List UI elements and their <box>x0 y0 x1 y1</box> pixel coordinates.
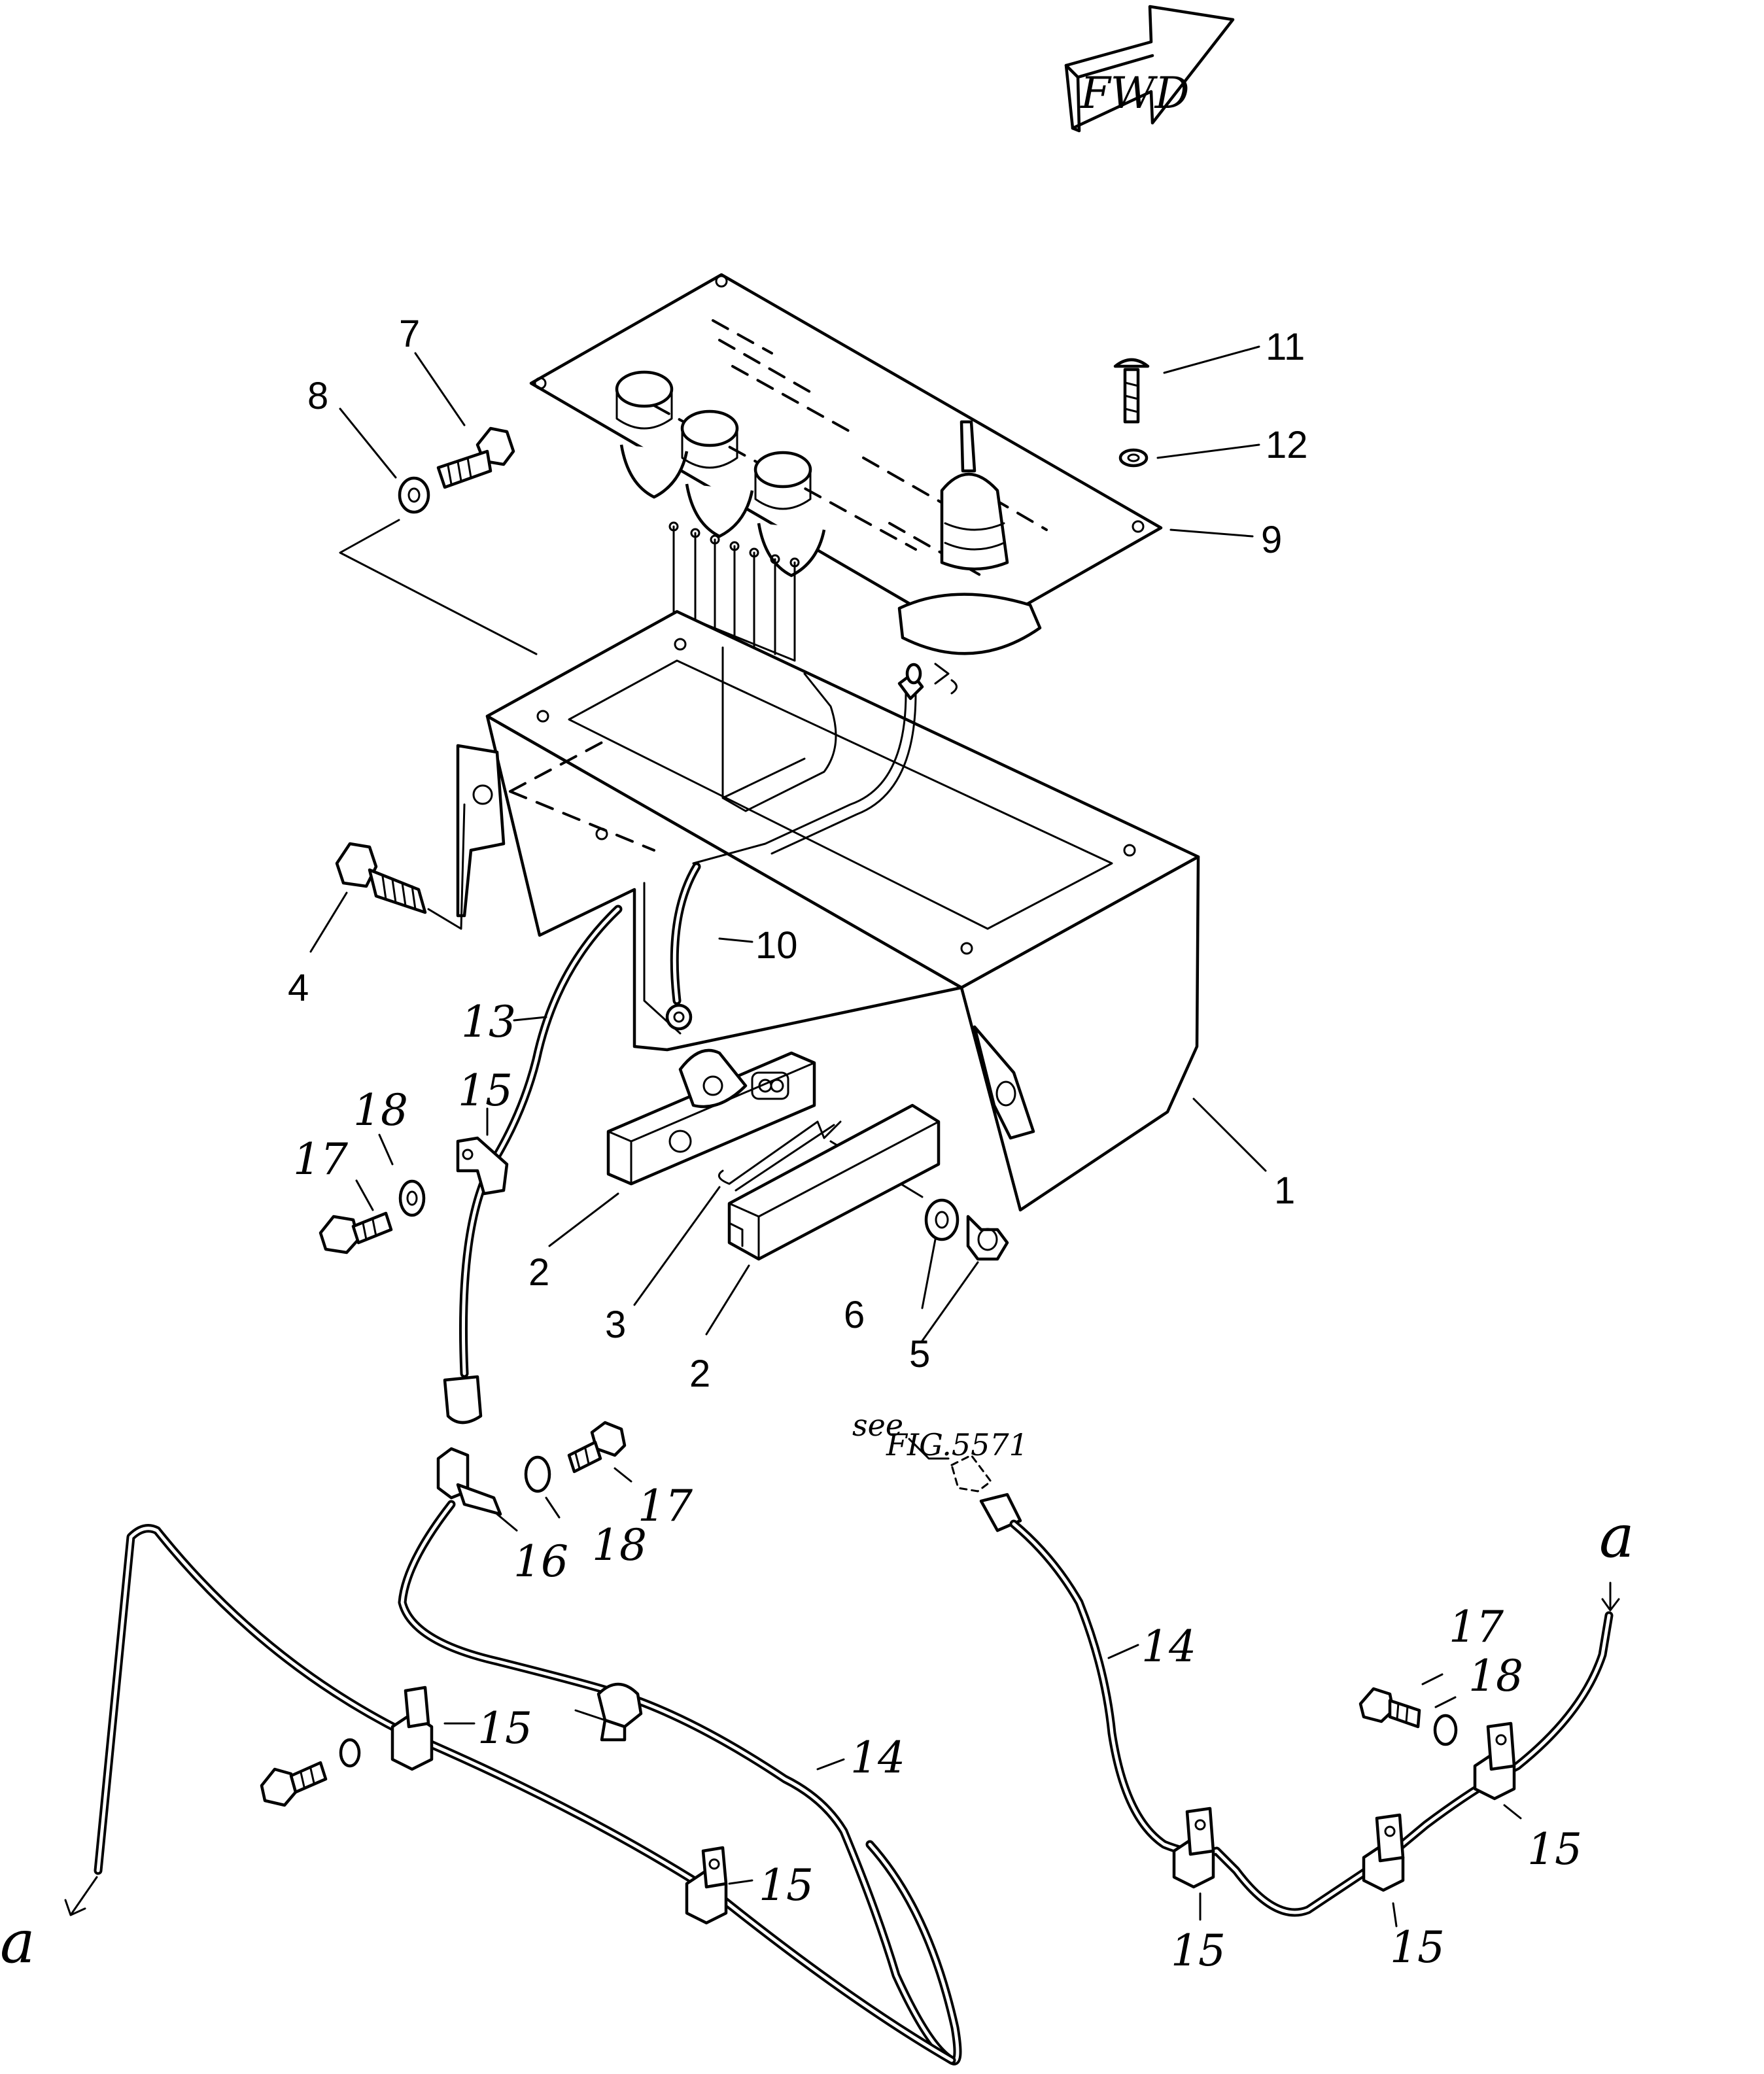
callout-16: 16 <box>513 1536 568 1587</box>
harness-14-right <box>1009 1519 1614 1917</box>
callout-14-left: 14 <box>850 1733 905 1783</box>
callout-15-left-3: 15 <box>759 1860 814 1910</box>
control-box <box>456 610 1200 1212</box>
clamp-15-left-1 <box>390 1685 434 1771</box>
callout-15-right-2: 15 <box>1390 1922 1445 1973</box>
callout-18-middle: 18 <box>592 1520 647 1570</box>
callout-17-right: 17 <box>1449 1602 1504 1652</box>
terminal-block <box>606 1048 816 1186</box>
end-arrow-left <box>64 1876 98 1916</box>
callout-15-upper: 15 <box>458 1065 513 1116</box>
clamp-15-left-2 <box>597 1682 643 1742</box>
callout-8: 8 <box>307 375 328 417</box>
clamp-15-right-2 <box>1362 1813 1405 1892</box>
washer-12 <box>1118 448 1149 468</box>
callout-2-block: 2 <box>528 1251 549 1294</box>
end-arrow-right <box>1601 1581 1620 1612</box>
washer-18-lower-left <box>339 1738 361 1768</box>
callout-18-right: 18 <box>1468 1651 1523 1701</box>
callout-17-upper: 17 <box>293 1134 348 1184</box>
callout-labels: 1 2 3 2 5 6 4 8 7 11 12 9 10 13 15 18 17… <box>288 313 1582 1976</box>
washer-6 <box>924 1198 960 1241</box>
callout-11: 11 <box>1266 326 1305 368</box>
harness-14-left <box>94 1500 962 2065</box>
callout-7: 7 <box>399 313 420 355</box>
bolt-7-leader <box>339 519 538 655</box>
reference-note-line1: see <box>852 1408 903 1443</box>
nut-5 <box>966 1215 1009 1261</box>
key-switch <box>897 420 1042 655</box>
callout-3: 3 <box>605 1304 626 1346</box>
sensor-wire-13 <box>443 905 623 1425</box>
leader-lines <box>309 345 1522 1927</box>
bolt-4 <box>335 842 427 914</box>
callout-4: 4 <box>288 967 309 1009</box>
reference-note-line2: FIG.5571 <box>886 1427 1028 1462</box>
callout-1: 1 <box>1274 1169 1295 1212</box>
callout-2-cover: 2 <box>689 1353 710 1395</box>
washer-18-right <box>1433 1714 1458 1746</box>
connector-16 <box>436 1447 502 1516</box>
clamp-15-right-3 <box>1473 1721 1516 1801</box>
callout-18-upper: 18 <box>353 1085 408 1135</box>
washer-8 <box>398 476 430 514</box>
control-panel-plate <box>529 273 1163 655</box>
fwd-arrow-label: FWD <box>1080 68 1190 118</box>
bolt-4-leader <box>427 803 466 930</box>
callout-15-right-1: 15 <box>1171 1926 1226 1976</box>
washer-18-upper <box>398 1179 426 1217</box>
callout-6: 6 <box>844 1294 865 1336</box>
forward-arrow: FWD <box>1064 5 1235 133</box>
callout-15-right-3: 15 <box>1527 1824 1582 1875</box>
connection-mark-a-right: a <box>1599 1502 1634 1571</box>
terminal-cover <box>727 1103 941 1261</box>
push-button-1 <box>615 370 689 499</box>
callout-17-middle: 17 <box>638 1481 693 1531</box>
callout-12: 12 <box>1266 424 1308 466</box>
callout-5: 5 <box>909 1333 930 1375</box>
callout-10: 10 <box>755 924 798 967</box>
clamp-15-right-1 <box>1172 1806 1215 1889</box>
callout-15-left-1: 15 <box>477 1703 532 1754</box>
bolt-17-upper <box>319 1211 393 1254</box>
bolt-17-middle <box>567 1421 627 1474</box>
ground-wire <box>665 862 701 1031</box>
washer-18-middle <box>524 1455 551 1493</box>
bolt-17-lower-left <box>260 1761 328 1807</box>
callout-14-right: 14 <box>1141 1621 1196 1672</box>
connection-mark-a-left: a <box>0 1908 35 1977</box>
panel-wire-leads <box>668 521 800 662</box>
callout-13: 13 <box>461 997 516 1047</box>
clamp-15-left-3 <box>685 1846 728 1925</box>
bolt-17-right <box>1358 1687 1421 1729</box>
bolt-7 <box>436 426 515 489</box>
push-button-2 <box>680 409 754 538</box>
reference-note: see FIG.5571 <box>852 1408 1028 1462</box>
clamp-15-upper <box>456 1136 509 1196</box>
callout-9: 9 <box>1261 519 1282 561</box>
screw-11 <box>1113 358 1150 424</box>
